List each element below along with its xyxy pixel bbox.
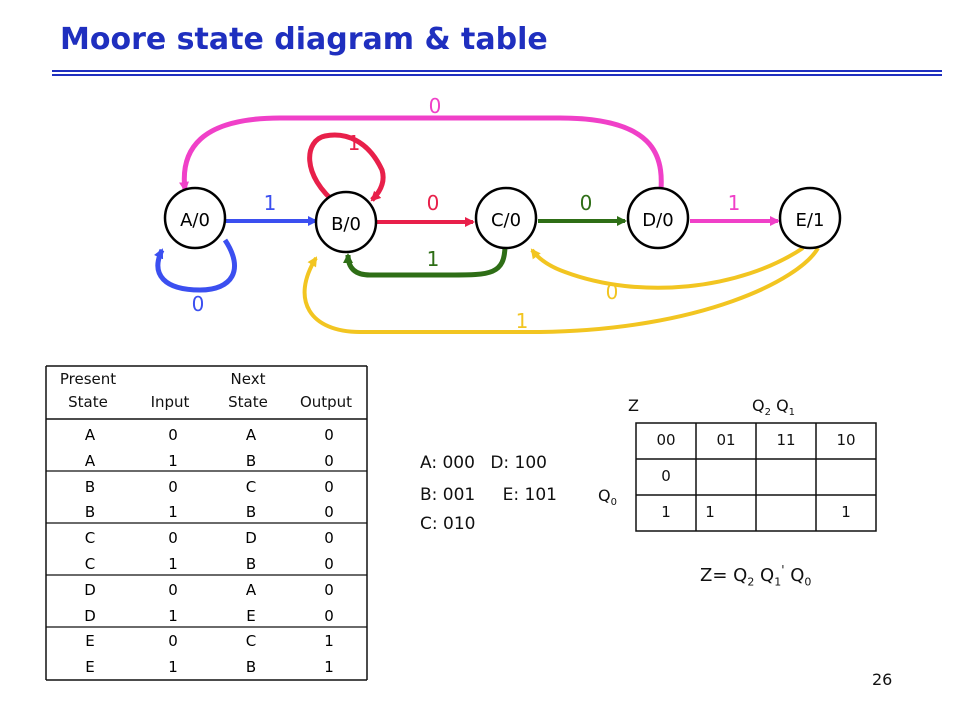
state-a: A/0 [163, 186, 227, 250]
state-table-frame [45, 365, 368, 681]
edge-e-to-c-label: 0 [606, 280, 619, 304]
state-b: B/0 [314, 190, 378, 254]
encoding-d: D: 100 [490, 453, 547, 473]
kmap-cell: 1 [705, 503, 715, 521]
kmap-cell: 1 [841, 503, 851, 521]
table-cell-next: D [245, 529, 257, 548]
state-a-label: A/0 [180, 210, 210, 231]
table-cell-input: 0 [168, 529, 178, 548]
table-cell-output: 1 [324, 658, 334, 677]
table-cell-next: C [245, 477, 257, 496]
page-title: Moore state diagram & table [60, 22, 548, 57]
table-cell-present: D [84, 580, 96, 599]
kmap-col-header: 01 [716, 431, 736, 449]
table-cell-output: 0 [324, 555, 334, 573]
table-cell-present: E [85, 632, 95, 651]
edge-c-to-b-label: 1 [427, 247, 440, 271]
table-cell-present: C [84, 529, 96, 548]
table-cell-input: 0 [168, 580, 178, 599]
edge-e-to-b-label: 1 [516, 309, 529, 333]
header-present-1: Present [59, 370, 117, 388]
edge-e-to-b [302, 246, 820, 334]
state-d-label: D/0 [642, 210, 673, 231]
encoding-b: B: 001 [420, 485, 476, 505]
edge-e-to-c [530, 246, 805, 290]
edge-b-self [307, 132, 386, 207]
header-present-2: State [68, 393, 108, 411]
table-cell-input: 1 [168, 555, 178, 573]
edge-c-to-b [343, 244, 508, 278]
encoding-row-2: B: 001 E: 101 [420, 485, 557, 505]
table-cell-input: 1 [168, 658, 178, 677]
table-cell-output: 0 [324, 503, 334, 522]
table-cell-input: 1 [168, 451, 178, 470]
table-cell-output: 1 [324, 632, 334, 651]
kmap-row-var: Q0 [598, 486, 617, 509]
table-cell-present: A [84, 426, 96, 444]
table-cell-output: 0 [324, 580, 334, 599]
edge-a-self-label: 0 [192, 292, 205, 316]
kmap-row-header: 1 [661, 503, 671, 521]
state-c: C/0 [474, 186, 538, 250]
encoding-a: A: 000 [420, 453, 475, 473]
header-input: Input [150, 393, 190, 411]
kmap-col-vars: Q2 Q1 [752, 396, 796, 419]
table-cell-input: 1 [168, 606, 178, 625]
kmap-col-header: 11 [776, 431, 796, 449]
kmap-output-var: Z [628, 396, 639, 415]
edge-d-to-a-label: 0 [429, 94, 442, 118]
state-e-label: E/1 [796, 210, 825, 231]
state-b-label: B/0 [331, 214, 361, 235]
header-next-1: Next [230, 370, 266, 388]
table-cell-next: B [245, 451, 257, 470]
table-cell-present: A [84, 451, 96, 470]
table-cell-present: B [84, 503, 96, 522]
edge-a-self [154, 238, 237, 293]
kmap-col-header: 10 [836, 431, 856, 449]
table-cell-output: 0 [324, 606, 334, 625]
edge-d-to-a [179, 115, 664, 201]
table-cell-next: E [246, 606, 256, 625]
state-d: D/0 [626, 186, 690, 250]
table-cell-next: A [245, 580, 257, 599]
table-cell-input: 0 [168, 477, 178, 496]
edge-b-self-label: 1 [348, 131, 361, 155]
table-cell-present: B [84, 477, 96, 496]
table-cell-output: 0 [324, 451, 334, 470]
kmap-grid [635, 422, 877, 532]
encoding-row-1: A: 000 D: 100 [420, 453, 547, 473]
table-cell-next: C [245, 632, 257, 651]
edge-b-to-c-label: 0 [427, 191, 440, 215]
kmap-col-header: 00 [656, 431, 676, 449]
table-cell-present: C [84, 555, 96, 573]
table-cell-next: B [245, 658, 257, 677]
encoding-e: E: 101 [502, 485, 557, 505]
state-e: E/1 [778, 186, 842, 250]
edge-c-to-d-label: 0 [580, 191, 593, 215]
header-output: Output [299, 393, 353, 411]
table-cell-input: 0 [168, 426, 178, 444]
edge-d-to-e-label: 1 [728, 191, 741, 215]
table-cell-output: 0 [324, 477, 334, 496]
table-cell-next: B [245, 555, 257, 573]
table-cell-present: E [85, 658, 95, 677]
table-cell-next: A [245, 426, 257, 444]
state-c-label: C/0 [491, 210, 521, 231]
table-cell-present: D [84, 606, 96, 625]
output-equation: Z= Q2 Q1' Q0 [700, 563, 812, 589]
encoding-c: C: 010 [420, 514, 476, 534]
header-next-2: State [228, 393, 268, 411]
title-underline [52, 70, 942, 76]
kmap-row-header: 0 [661, 467, 671, 485]
table-cell-output: 0 [324, 426, 334, 444]
edge-a-to-b-label: 1 [264, 191, 277, 215]
table-cell-input: 1 [168, 503, 178, 522]
table-cell-input: 0 [168, 632, 178, 651]
table-cell-next: B [245, 503, 257, 522]
table-cell-output: 0 [324, 529, 334, 548]
page-number: 26 [872, 670, 893, 689]
